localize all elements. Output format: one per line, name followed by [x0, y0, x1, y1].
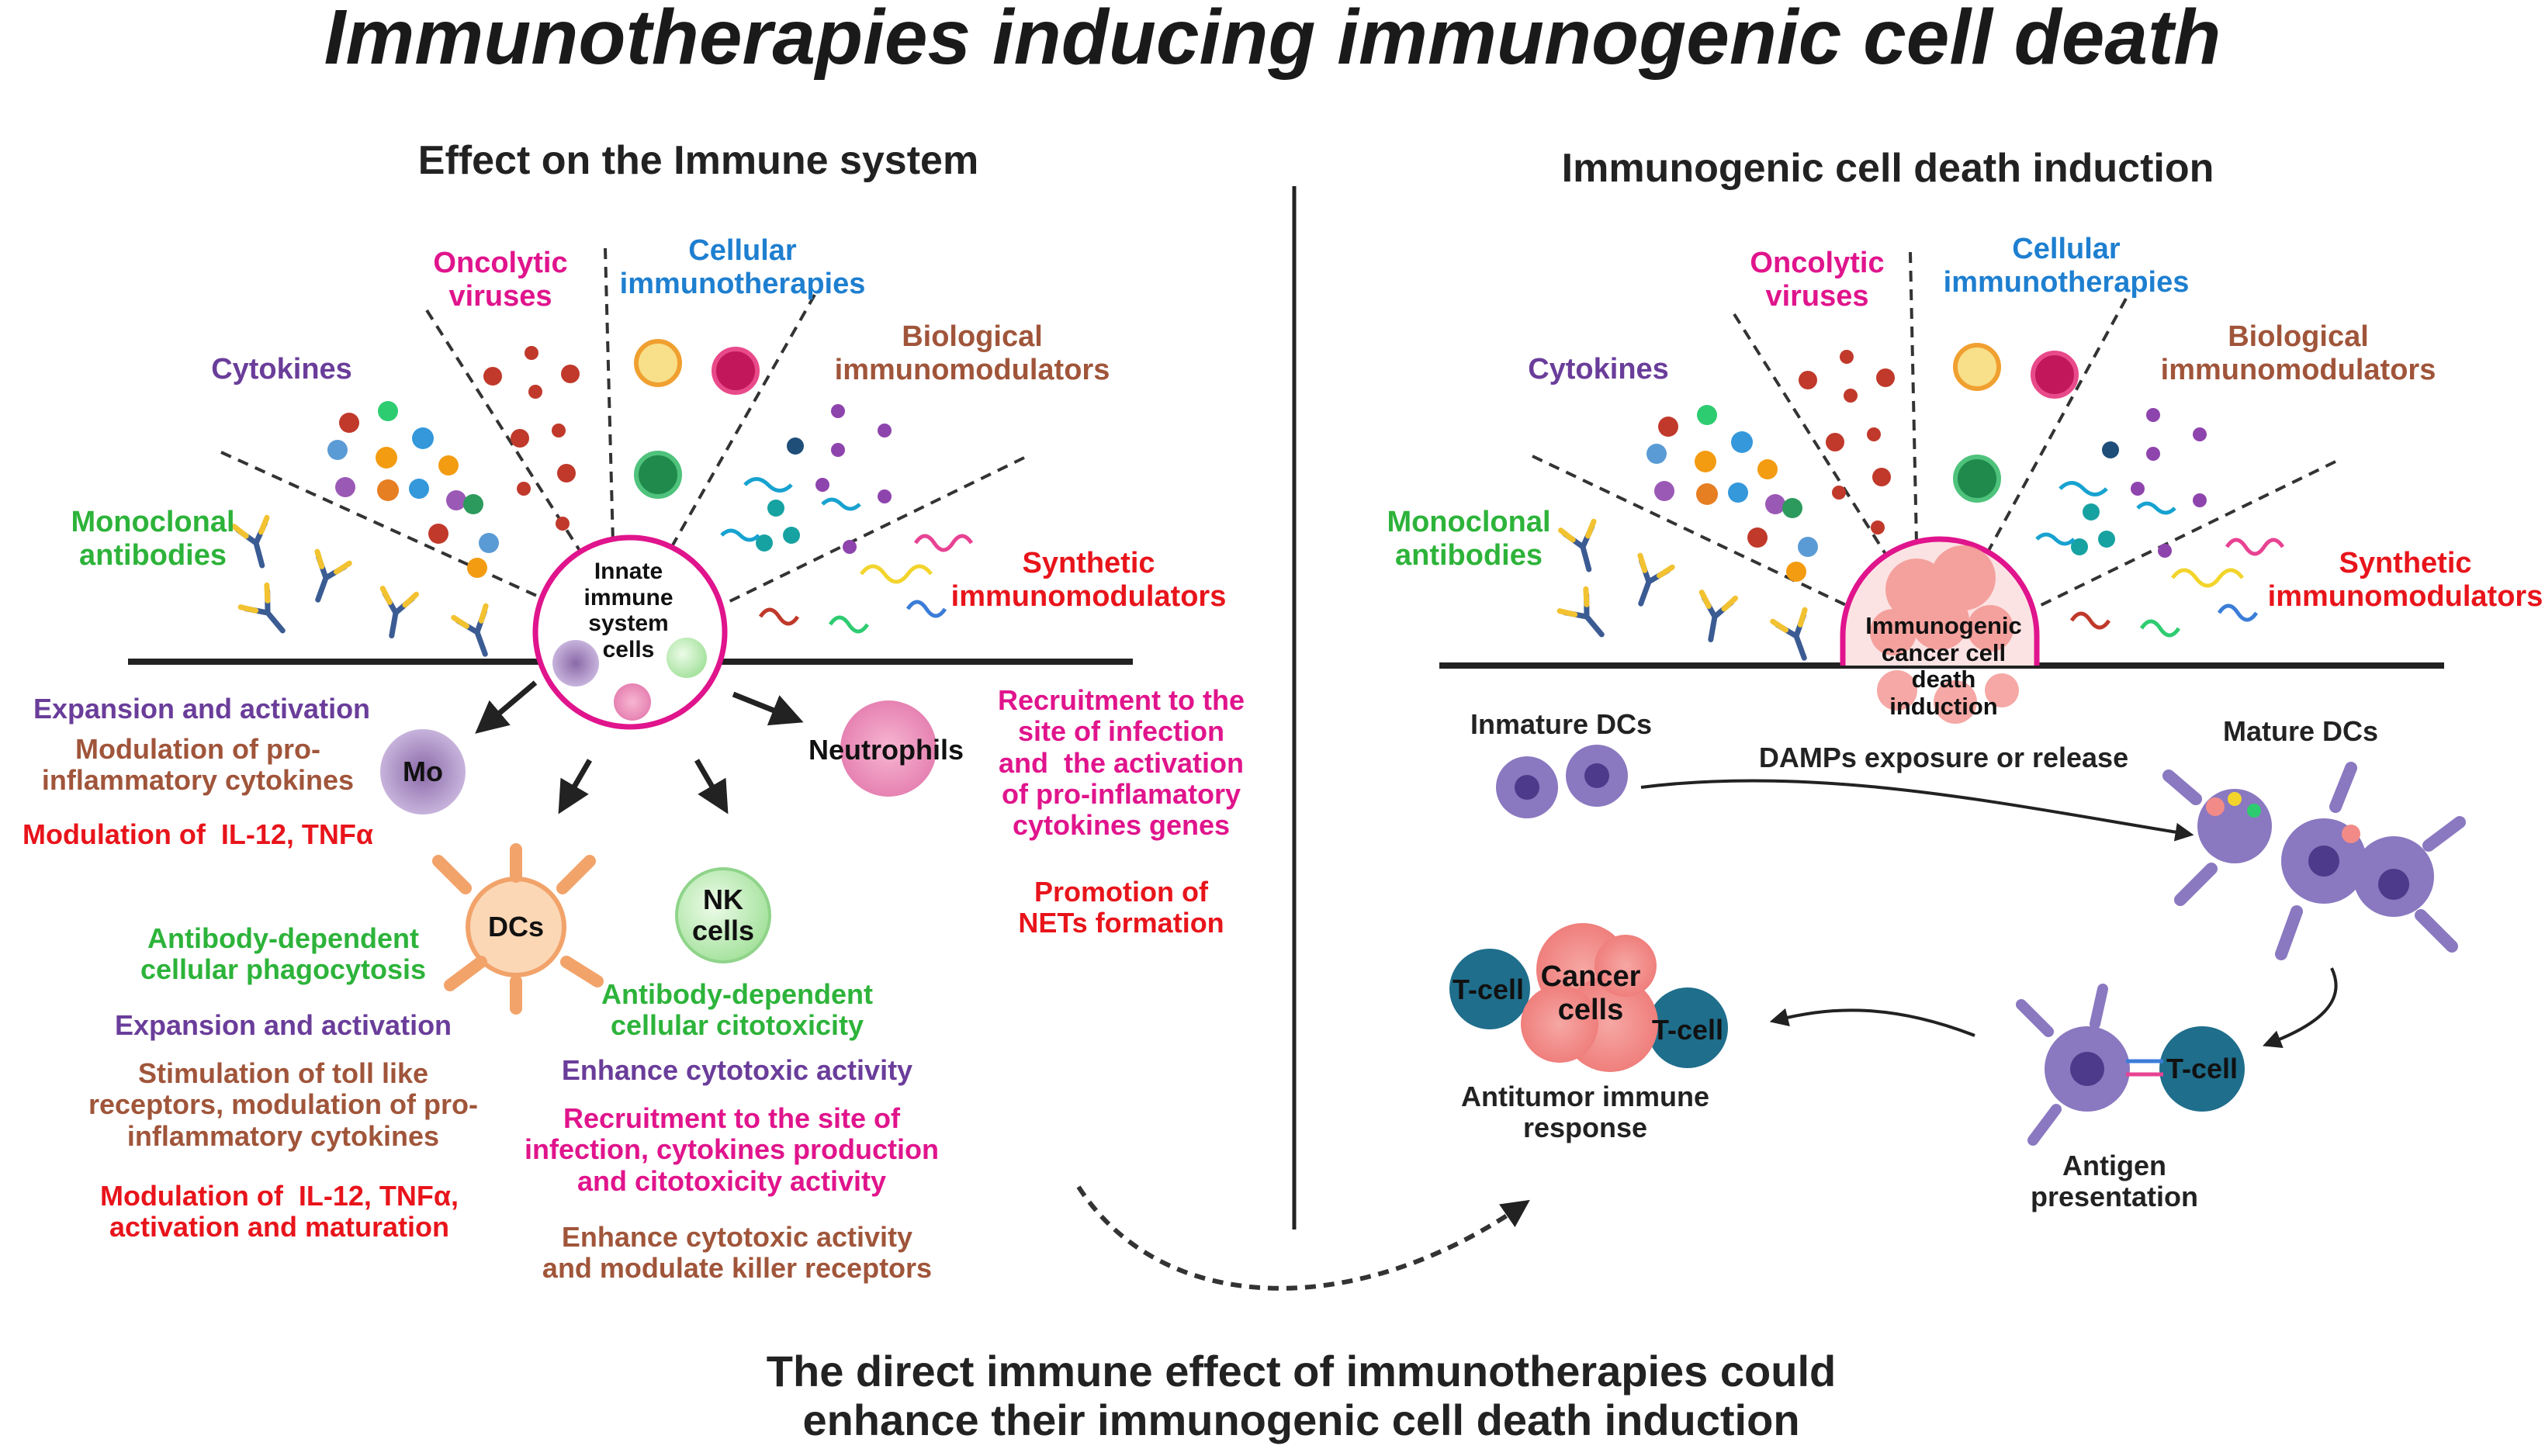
neutrophils-label: Neutrophils [808, 734, 964, 766]
mo-cell [380, 729, 466, 814]
mature-dcs-label: Mature DCs [2222, 715, 2379, 747]
main-title: Immunotherapies inducing immunogenic cel… [324, 0, 2221, 81]
dcs-effect-1: Antibody-dependent cellular phagocytosis [140, 922, 427, 986]
tcell-left [1449, 949, 1530, 1029]
left-antibodies [231, 514, 489, 657]
left-heading: Effect on the Immune system [417, 138, 979, 183]
innate-neut-mini [614, 683, 651, 721]
antigen-label: Antigen presentation [2030, 1150, 2199, 1213]
tcell-left-label: T-cell [1452, 974, 1525, 1005]
bottom-caption: The direct immune effect of immunotherap… [766, 1347, 1837, 1444]
right-cat-cytokines: Cytokines [1528, 353, 1669, 386]
right-synthetic-squiggles [2069, 538, 2285, 638]
neutrophil-cell [840, 700, 937, 797]
right-cat-monoclonal: Monoclonal antibodies [1387, 506, 1551, 572]
mo-effect-1: Expansion and activation [33, 693, 371, 725]
nk-effect-2: Enhance cytotoxic activity [561, 1054, 913, 1086]
left-bio-dots [720, 404, 892, 554]
nk-effect-1: Antibody-dependent cellular citotoxicity [601, 978, 873, 1042]
mo-effect-3: Modulation of IL-12, TNFα [22, 818, 374, 850]
antigen-to-antitumor-arrow [1769, 1008, 1975, 1037]
dcs-effect-3: Stimulation of toll like receptors, modu… [88, 1057, 479, 1152]
antitumor-label: Antitumor immune response [1461, 1081, 1709, 1144]
antigen-tcell-label: T-cell [2166, 1053, 2239, 1084]
dcs-effect-4: Modulation of IL-12, TNFα, activation an… [99, 1180, 459, 1243]
left-cat-synthetic: Synthetic immunomodulators [950, 547, 1227, 613]
right-fan-dashes [1532, 251, 2336, 614]
immature-dcs-label: Inmature DCs [1470, 708, 1653, 740]
dcs-label: DCs [487, 911, 545, 942]
right-antibodies [1556, 518, 1808, 661]
right-virus-dots [1799, 350, 1895, 534]
mature-to-antigen-arrow [2263, 967, 2338, 1049]
right-cytokine-dots [1646, 405, 1818, 582]
mature-dcs [2162, 762, 2466, 960]
right-heading: Immunogenic cell death induction [1561, 146, 2214, 191]
nk-label: NK cells [691, 884, 755, 947]
mo-label: Mo [403, 756, 443, 787]
dcs-cell [432, 843, 604, 1015]
cancer-cluster [1521, 923, 1658, 1072]
tcell-right [1647, 987, 1728, 1068]
nk-cell [675, 867, 771, 963]
neutrophils-effect-2: Promotion of NETs formation [1018, 876, 1224, 939]
innate-center-label: Innate immune system cells [583, 559, 673, 662]
immature-to-mature-arrow [1640, 779, 2194, 842]
left-cat-monoclonal: Monoclonal antibodies [71, 506, 235, 572]
right-cellular-cells [1953, 343, 2079, 503]
left-cat-cytokines: Cytokines [211, 353, 352, 386]
mature-dc-antigen-dots [2206, 792, 2360, 843]
mo-effect-2: Modulation of pro- inflammatory cytokine… [41, 733, 355, 797]
right-cat-oncolytic: Oncolytic viruses [1750, 247, 1885, 313]
neutrophils-effect-1: Recruitment to the site of infection and… [997, 684, 1245, 842]
innate-mo-mini [552, 640, 599, 686]
damps-label: DAMPs exposure or release [1758, 742, 2129, 773]
dcs-effect-2: Expansion and activation [114, 1009, 452, 1041]
nk-effect-3: Recruitment to the site of infection, cy… [524, 1102, 940, 1197]
icd-center-label: Immunogenic cancer cell death induction [1865, 612, 2022, 721]
antigen-tcell [2159, 1026, 2245, 1112]
icd-cancer-blobs [1870, 545, 2019, 724]
immature-dcs [1496, 745, 1628, 818]
right-cat-synthetic: Synthetic immunomodulators [2267, 547, 2543, 613]
left-cell-arrows [475, 680, 804, 814]
right-cat-biological: Biological immunomodulators [2160, 320, 2436, 386]
left-cat-cellular: Cellular immunotherapies [619, 234, 866, 300]
cancer-cells-label: Cancer cells [1540, 960, 1641, 1026]
right-bio-dots [2035, 408, 2207, 558]
bottom-dashed-arrow [1076, 1185, 1530, 1291]
right-cat-cellular: Cellular immunotherapies [1943, 233, 2190, 299]
left-virus-dots [483, 346, 580, 531]
antigen-bridge [2126, 1059, 2163, 1077]
antigen-dc [2016, 984, 2130, 1146]
innate-nk-mini [667, 638, 707, 678]
nk-effect-4: Enhance cytotoxic activity and modulate … [542, 1221, 933, 1285]
left-cytokine-dots [327, 401, 499, 578]
left-cellular-cells [634, 339, 760, 499]
left-cat-biological: Biological immunomodulators [834, 320, 1110, 386]
left-cat-oncolytic: Oncolytic viruses [433, 247, 568, 313]
tcell-right-label: T-cell [1651, 1014, 1724, 1046]
left-synthetic-squiggles [758, 534, 974, 634]
